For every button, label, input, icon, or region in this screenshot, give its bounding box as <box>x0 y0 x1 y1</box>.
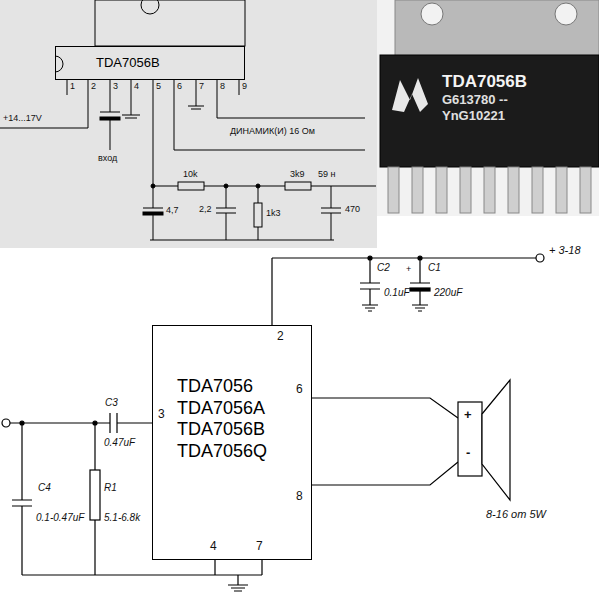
component-value: 10k <box>183 170 198 180</box>
supply-label: + 3-18 <box>549 244 581 256</box>
component-name: C2 <box>377 262 390 273</box>
pin-number: 5 <box>156 82 161 92</box>
pin-number: 7 <box>199 82 204 92</box>
chip-marking: TDA7056BG613780 --YnG10221 <box>438 68 588 158</box>
pin-number: 8 <box>220 82 225 92</box>
supply-label: +14...17V <box>3 114 42 124</box>
pin-number: 9 <box>242 82 247 92</box>
ic-block: TDA7056 TDA7056A TDA7056B TDA7056Q <box>152 325 312 560</box>
chip-label: TDA7056B <box>442 72 584 92</box>
pin-number: 4 <box>210 540 217 553</box>
component-value: 5.1-6.8k <box>104 512 140 523</box>
chip-label: TDA7056 TDA7056A TDA7056B TDA7056Q <box>177 376 289 462</box>
component-value: 470 <box>345 205 360 215</box>
pin-number: 1 <box>70 82 75 92</box>
component-name: C1 <box>428 262 441 273</box>
pin-number: 3 <box>113 82 118 92</box>
speaker-rating: 8-16 om 5W <box>486 508 546 520</box>
component-value: 59 н <box>318 170 335 180</box>
speaker-label: ДИНАМИК(И) 16 Ом <box>230 127 315 137</box>
polarity-mark: + <box>464 408 472 422</box>
pin-number: 4 <box>134 82 139 92</box>
pin-number: 3 <box>158 408 165 421</box>
component-value: 1k3 <box>266 209 281 219</box>
component-value: 2,2 <box>199 205 212 215</box>
chip-label: G613780 -- <box>442 92 584 108</box>
component-name: R1 <box>104 482 117 493</box>
polarity-mark: - <box>466 446 470 460</box>
component-value: 0.1uF <box>384 287 410 298</box>
component-value: 0.1-0.47uF <box>36 512 84 523</box>
pin-number: 7 <box>256 540 263 553</box>
chip-label: TDA7056B <box>96 55 244 71</box>
pin-number: 6 <box>177 82 182 92</box>
component-value: 0.47uF <box>104 437 135 448</box>
pin-number: 2 <box>277 330 284 343</box>
input-label: вход <box>98 154 117 164</box>
chip-label: YnG10221 <box>442 108 584 124</box>
component-name: C3 <box>105 397 118 408</box>
bottom-schematic <box>2 254 544 591</box>
component-value: 220uF <box>434 287 462 298</box>
component-name: C4 <box>38 482 51 493</box>
top-schematic <box>0 0 376 240</box>
polarity-mark: + <box>406 265 411 275</box>
pin-number: 6 <box>296 383 303 396</box>
chip-photo <box>377 0 599 216</box>
component-value: 4,7 <box>166 206 179 216</box>
pin-number: 8 <box>296 490 303 503</box>
pin-number: 2 <box>91 82 96 92</box>
component-value: 3k9 <box>290 170 305 180</box>
ic-package: TDA7056B <box>55 46 245 80</box>
